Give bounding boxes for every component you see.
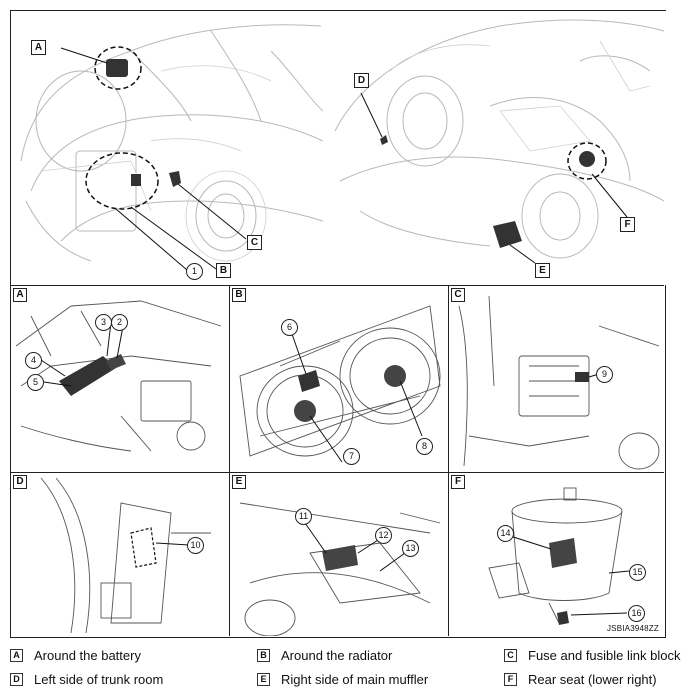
detail-panel-e: E 11 12 13 xyxy=(230,473,448,636)
callout-tag-f: F xyxy=(620,217,635,232)
callout-number-7: 7 xyxy=(343,448,360,465)
callout-number-4: 4 xyxy=(25,352,42,369)
panel-tag-e: E xyxy=(232,475,246,489)
callout-tag-c: C xyxy=(247,235,262,250)
legend: A Around the battery B Around the radiat… xyxy=(0,644,685,699)
panel-tag-c: C xyxy=(451,288,465,302)
callout-number-8: 8 xyxy=(416,438,433,455)
legend-letter: D xyxy=(10,673,23,686)
detail-panel-f: F 14 15 16 JSBIA3948ZZ xyxy=(449,473,665,636)
divider xyxy=(448,285,449,636)
callout-number-11: 11 xyxy=(295,508,312,525)
panel-tag-d: D xyxy=(13,475,27,489)
callout-tag-b: B xyxy=(216,263,231,278)
legend-text: Fuse and fusible link block xyxy=(528,648,681,663)
detail-panel-d: D 10 xyxy=(11,473,229,636)
legend-item-a: A Around the battery xyxy=(10,648,141,663)
legend-text: Right side of main muffler xyxy=(281,672,429,687)
callout-number-1: 1 xyxy=(186,263,203,280)
component-location-figure: A 1 B C xyxy=(10,10,666,638)
legend-text: Around the battery xyxy=(34,648,141,663)
divider xyxy=(11,472,664,473)
callout-number-5: 5 xyxy=(27,374,44,391)
battery-area-illustration xyxy=(15,300,222,452)
detail-panel-b: B 6 7 8 xyxy=(230,286,448,472)
divider xyxy=(11,285,664,286)
callout-tag-e: E xyxy=(535,263,550,278)
trunk-room-illustration xyxy=(40,477,211,634)
callout-number-16: 16 xyxy=(628,605,645,622)
figure-code: JSBIA3948ZZ xyxy=(606,624,659,633)
front-vehicle-illustration xyxy=(20,24,324,271)
legend-item-b: B Around the radiator xyxy=(257,648,392,663)
legend-item-f: F Rear seat (lower right) xyxy=(504,672,657,687)
legend-text: Left side of trunk room xyxy=(34,672,164,687)
rear-vehicle-illustration xyxy=(334,19,665,264)
callout-number-12: 12 xyxy=(375,527,392,544)
legend-letter: E xyxy=(257,673,270,686)
legend-letter: F xyxy=(504,673,517,686)
legend-letter: C xyxy=(504,649,517,662)
legend-item-d: D Left side of trunk room xyxy=(10,672,163,687)
callout-number-14: 14 xyxy=(497,525,514,542)
legend-text: Rear seat (lower right) xyxy=(528,672,657,687)
callout-number-13: 13 xyxy=(402,540,419,557)
callout-tag-d: D xyxy=(354,73,369,88)
detail-panel-a: A 3 2 4 5 xyxy=(11,286,229,472)
legend-item-c: C Fuse and fusible link block xyxy=(504,648,680,663)
front-vehicle-view: A 1 B C xyxy=(11,11,329,285)
fuse-block-illustration xyxy=(458,295,660,470)
legend-letter: A xyxy=(10,649,23,662)
panel-tag-a: A xyxy=(13,288,27,302)
callout-number-15: 15 xyxy=(629,564,646,581)
divider xyxy=(229,285,230,636)
main-muffler-illustration xyxy=(239,502,441,636)
callout-number-10: 10 xyxy=(187,537,204,554)
panel-tag-b: B xyxy=(232,288,246,302)
legend-letter: B xyxy=(257,649,270,662)
detail-panel-c: C 9 xyxy=(449,286,665,472)
legend-text: Around the radiator xyxy=(281,648,393,663)
callout-tag-a: A xyxy=(31,40,46,55)
callout-number-2: 2 xyxy=(111,314,128,331)
radiator-fan-illustration xyxy=(239,305,441,463)
fuel-pump-illustration xyxy=(488,487,630,625)
callout-number-9: 9 xyxy=(596,366,613,383)
panel-tag-f: F xyxy=(451,475,465,489)
callout-number-6: 6 xyxy=(281,319,298,336)
legend-item-e: E Right side of main muffler xyxy=(257,672,428,687)
callout-number-3: 3 xyxy=(95,314,112,331)
rear-vehicle-view: D F E xyxy=(330,11,666,285)
